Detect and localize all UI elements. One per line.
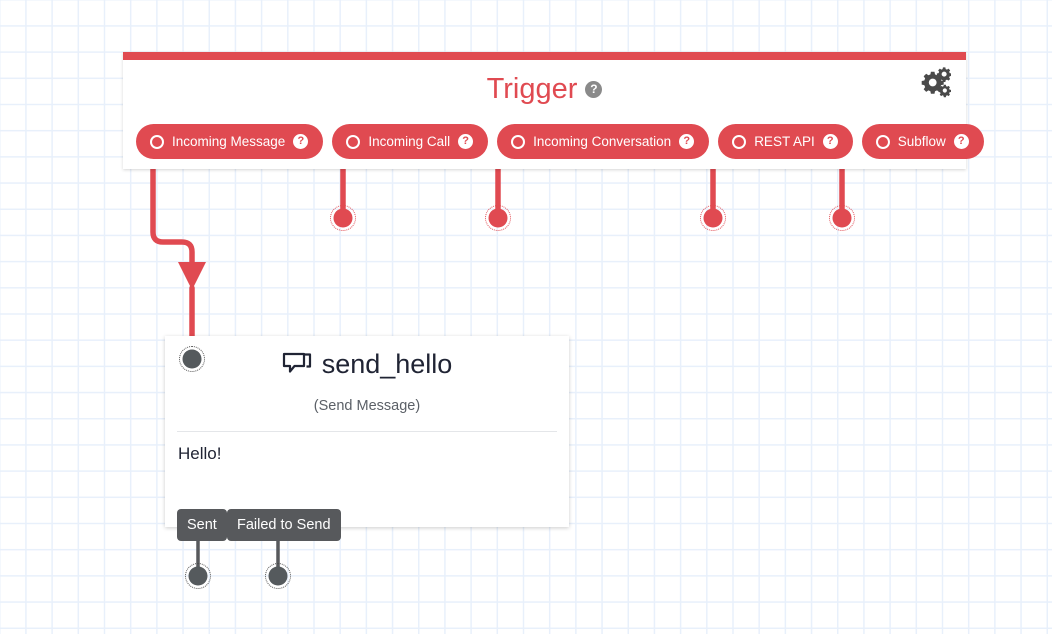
help-icon[interactable]: ? (679, 134, 695, 149)
trigger-pill-rest-api[interactable]: REST API ? (718, 124, 853, 159)
port-fill (182, 349, 202, 369)
port-fill (268, 566, 288, 586)
port-ring-icon (732, 134, 747, 149)
trigger-pill-label: REST API (754, 134, 815, 149)
trigger-pill-incoming-message[interactable]: Incoming Message ? (136, 124, 324, 159)
wire-arrowhead (178, 262, 206, 290)
node-header: send_hello (165, 349, 569, 380)
chat-bubble-icon (282, 352, 311, 373)
port-ring-icon (150, 134, 164, 149)
trigger-pill-label: Incoming Conversation (533, 134, 672, 149)
help-icon[interactable]: ? (822, 134, 838, 149)
node-exit-port-failed-to-send[interactable] (265, 563, 291, 589)
trigger-pill-label: Subflow (897, 134, 946, 149)
node-card-send-hello[interactable]: send_hello (Send Message) Hello! (165, 336, 569, 527)
help-icon[interactable]: ? (293, 134, 309, 149)
node-subtitle: (Send Message) (313, 398, 421, 414)
port-ring-icon (875, 134, 890, 149)
wire-incoming-message (150, 155, 195, 275)
trigger-pill-label: Incoming Message (172, 134, 286, 149)
trigger-title-row: Trigger ? (123, 60, 966, 118)
port-fill (832, 208, 852, 228)
trigger-pill-label: Incoming Call (368, 134, 451, 149)
trigger-pill-row: Incoming Message ? Incoming Call ? Incom… (136, 124, 984, 159)
port-fill (488, 208, 508, 228)
trigger-pill-incoming-conversation[interactable]: Incoming Conversation ? (497, 124, 710, 159)
page-title: Trigger (486, 72, 578, 105)
node-exit-failed-to-send[interactable]: Failed to Send (227, 509, 341, 541)
gears-icon[interactable] (917, 66, 951, 100)
trigger-pill-incoming-call[interactable]: Incoming Call ? (332, 124, 489, 159)
node-exit-sent[interactable]: Sent (177, 509, 227, 541)
node-title: send_hello (321, 349, 453, 379)
help-icon[interactable]: ? (953, 134, 969, 149)
port-ring-icon (511, 134, 526, 149)
port-fill (703, 208, 723, 228)
node-input-port[interactable] (179, 346, 205, 372)
trigger-port-rest-api[interactable] (700, 205, 726, 231)
node-exit-port-sent[interactable] (185, 563, 211, 589)
trigger-port-subflow[interactable] (829, 205, 855, 231)
node-body-text: Hello! (178, 444, 222, 463)
port-fill (188, 566, 208, 586)
trigger-pill-subflow[interactable]: Subflow ? (861, 124, 984, 159)
help-icon[interactable]: ? (585, 80, 603, 98)
trigger-panel-accent-bar (123, 52, 966, 60)
trigger-port-incoming-call[interactable] (330, 205, 356, 231)
node-divider (177, 431, 557, 432)
port-fill (333, 208, 353, 228)
port-ring-icon (346, 134, 361, 149)
trigger-panel: Trigger ? Incoming Message ? Incoming Ca… (123, 52, 984, 169)
trigger-port-incoming-conversation[interactable] (485, 205, 511, 231)
help-icon[interactable]: ? (458, 134, 474, 149)
